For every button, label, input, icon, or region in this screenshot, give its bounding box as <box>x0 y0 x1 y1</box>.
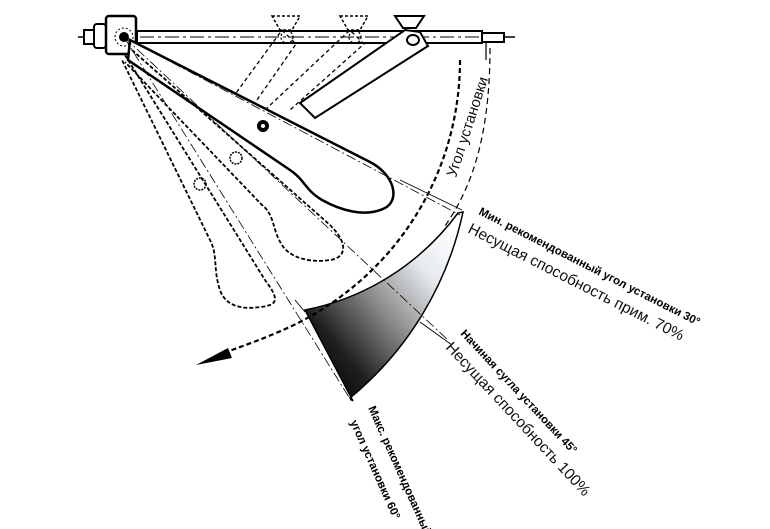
min-angle-capacity: Несущая способность прим. 70% <box>465 220 687 344</box>
arc-label: Угол установки <box>444 75 492 179</box>
min-angle-title: Мин. рекомендованный угол установки 30° <box>477 206 703 329</box>
capacity-gradient-sector <box>303 211 464 402</box>
paddle-arm-60 <box>121 54 276 309</box>
angle-arc-arrow <box>196 47 491 365</box>
paddle-arm-45 <box>124 49 345 262</box>
support-strut <box>219 28 430 120</box>
hinge-brackets <box>270 15 426 44</box>
arrow-head-icon <box>196 348 232 365</box>
start-angle-title: Начиная сугла установки 45° <box>458 328 579 457</box>
paddle-arms <box>121 36 461 403</box>
start-angle-capacity: Несущая способность 100% <box>442 339 593 500</box>
